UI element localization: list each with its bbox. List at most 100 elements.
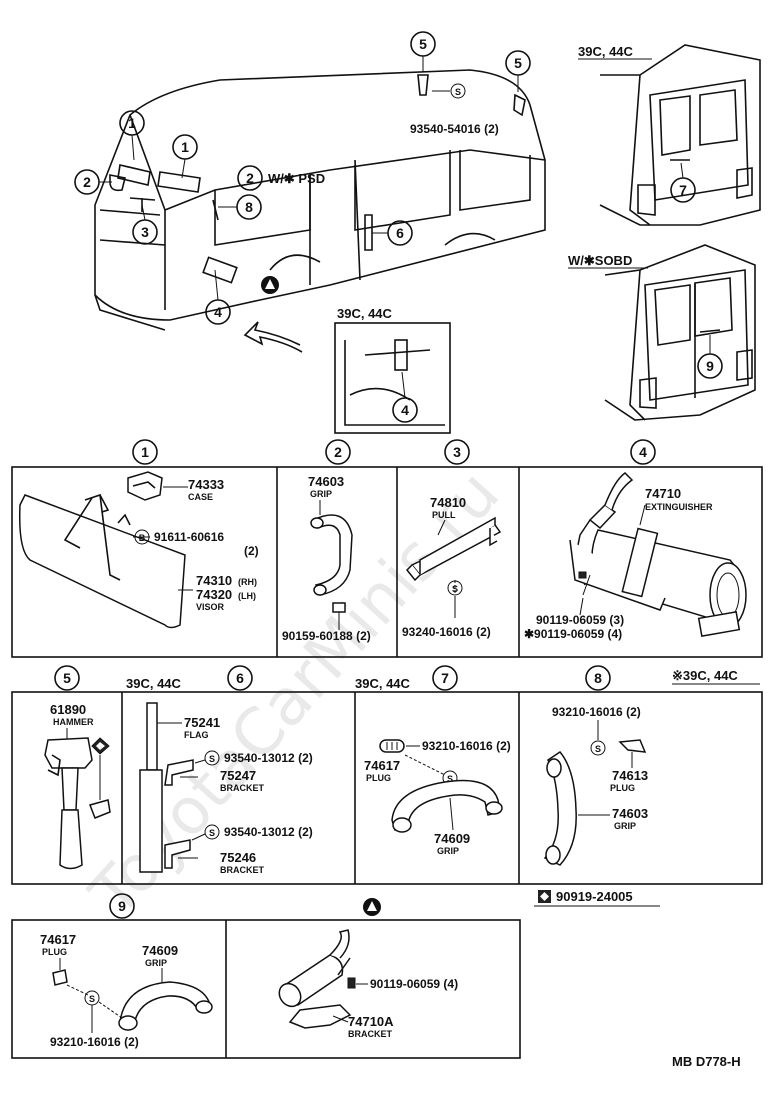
svg-text:3: 3 — [453, 444, 461, 460]
sobd-label: W/✱SOBD — [568, 253, 632, 268]
s9-plug-drawing — [52, 969, 68, 986]
s8-plug-number: 74613 — [612, 768, 648, 783]
section-5-num: 5 — [54, 665, 80, 691]
s-mark-overview: S — [450, 83, 466, 99]
svg-text:1: 1 — [181, 139, 189, 155]
svg-text:S: S — [455, 87, 461, 97]
s5-hammer-number: 61890 — [50, 702, 86, 717]
s2-grip-number: 74603 — [308, 474, 344, 489]
b-mark: B — [134, 529, 150, 545]
s-mark-s6b: S — [204, 824, 220, 840]
s3-screw: 93240-16016 (2) — [402, 625, 491, 639]
svg-text:8: 8 — [594, 670, 602, 686]
callout-1b: 1 — [172, 134, 198, 160]
s7-grip-drawing — [391, 779, 503, 833]
row3-box — [11, 919, 521, 1059]
svg-text:6: 6 — [236, 670, 244, 686]
section-4-num: 4 — [630, 439, 656, 465]
inset-small-box — [334, 322, 451, 434]
svg-text:S: S — [89, 994, 95, 1004]
callout-7: 7 — [670, 177, 696, 203]
s8-plug-name: PLUG — [610, 783, 635, 793]
row1-box — [11, 466, 763, 658]
s6-flag-number: 75241 — [184, 715, 220, 730]
svg-text:2: 2 — [334, 444, 342, 460]
section-1-num: 1 — [132, 439, 158, 465]
s-mark-s3: S — [447, 580, 463, 596]
van-rear-sobd — [604, 244, 756, 421]
s7-grip-number: 74609 — [434, 831, 470, 846]
callout-3: 3 — [132, 219, 158, 245]
s7-screw: 93210-16016 (2) — [422, 739, 511, 753]
section-7-num: 7 — [432, 665, 458, 691]
section-6-num: 6 — [227, 665, 253, 691]
callout-9: 9 — [697, 353, 723, 379]
svg-text:5: 5 — [419, 36, 427, 52]
s6-bracket2-name: BRACKET — [220, 865, 265, 875]
ref-part-mark — [538, 890, 551, 903]
inset-small-label: 39C, 44C — [337, 306, 393, 321]
svg-text:7: 7 — [679, 182, 687, 198]
svg-text:8: 8 — [245, 199, 253, 215]
visor-bolt-qty: (2) — [244, 544, 259, 558]
s2-screw: 90159-60188 (2) — [282, 629, 371, 643]
svg-text:7: 7 — [441, 670, 449, 686]
s6-flag-drawing — [139, 702, 194, 873]
svg-text:B: B — [139, 533, 146, 543]
callout-5a: 5 — [410, 31, 436, 57]
svg-text:S: S — [209, 754, 215, 764]
svg-text:5: 5 — [63, 670, 71, 686]
s4-bolt1: 90119-06059 (3) — [536, 613, 624, 627]
s8-variant: ※39C, 44C — [672, 668, 738, 683]
callout-1a: 1 — [119, 110, 145, 136]
svg-text:4: 4 — [214, 304, 222, 320]
van-rear-top — [599, 44, 761, 226]
s3-pull-number: 74810 — [430, 495, 466, 510]
svg-text:5: 5 — [514, 55, 522, 71]
s8-grip-drawing — [543, 751, 577, 866]
visor-name: VISOR — [196, 602, 225, 612]
callout-2a: 2 — [74, 169, 100, 195]
s7-grip-name: GRIP — [437, 846, 459, 856]
van-main-illustration — [94, 69, 546, 353]
s9-screw: 93210-16016 (2) — [50, 1035, 139, 1049]
s8-grip-name: GRIP — [614, 821, 636, 831]
s10-extinguisher-drawing — [278, 929, 356, 1029]
s-mark-s9: S — [84, 990, 100, 1006]
s6-bracket1-name: BRACKET — [220, 783, 265, 793]
s10-bracket-number: 74710A — [348, 1014, 394, 1029]
callout-6: 6 — [387, 220, 413, 246]
s9-plug-number: 74617 — [40, 932, 76, 947]
psd-label: W/✱ PSD — [268, 171, 325, 186]
visor-lh-tag: (LH) — [238, 591, 256, 601]
s4-ext-name: EXTINGUISHER — [645, 502, 713, 512]
triangle-mark-section — [363, 898, 381, 916]
s7-plug-name: PLUG — [366, 773, 391, 783]
s9-grip-number: 74609 — [142, 943, 178, 958]
svg-text:4: 4 — [639, 444, 647, 460]
s4-bolt2: ✱90119-06059 (4) — [524, 627, 622, 641]
s4-extinguisher-drawing — [569, 472, 747, 638]
section-3-num: 3 — [444, 439, 470, 465]
svg-text:9: 9 — [706, 358, 714, 374]
diagram-code: MB D778-H — [672, 1054, 741, 1069]
callout-4-inset: 4 — [392, 397, 418, 423]
svg-text:S: S — [452, 584, 458, 594]
case-part-name: CASE — [188, 492, 213, 502]
s6-variant: 39C, 44C — [126, 676, 182, 691]
triangle-mark-overview — [261, 276, 279, 294]
s-mark-s6a: S — [204, 750, 220, 766]
svg-text:S: S — [209, 828, 215, 838]
visor-lh-number: 74320 — [196, 587, 232, 602]
s5-hammer-drawing — [44, 737, 111, 870]
svg-text:2: 2 — [246, 170, 254, 186]
s9-grip-drawing — [118, 981, 213, 1031]
ref-part-number: 90919-24005 — [556, 889, 633, 904]
s8-plug-drawing — [618, 739, 647, 753]
s5-hammer-name: HAMMER — [53, 717, 94, 727]
section-9-num: 9 — [109, 893, 135, 919]
s6-screw1: 93540-13012 (2) — [224, 751, 313, 765]
s10-bolt: 90119-06059 (4) — [370, 977, 458, 991]
section-8-num: 8 — [585, 665, 611, 691]
